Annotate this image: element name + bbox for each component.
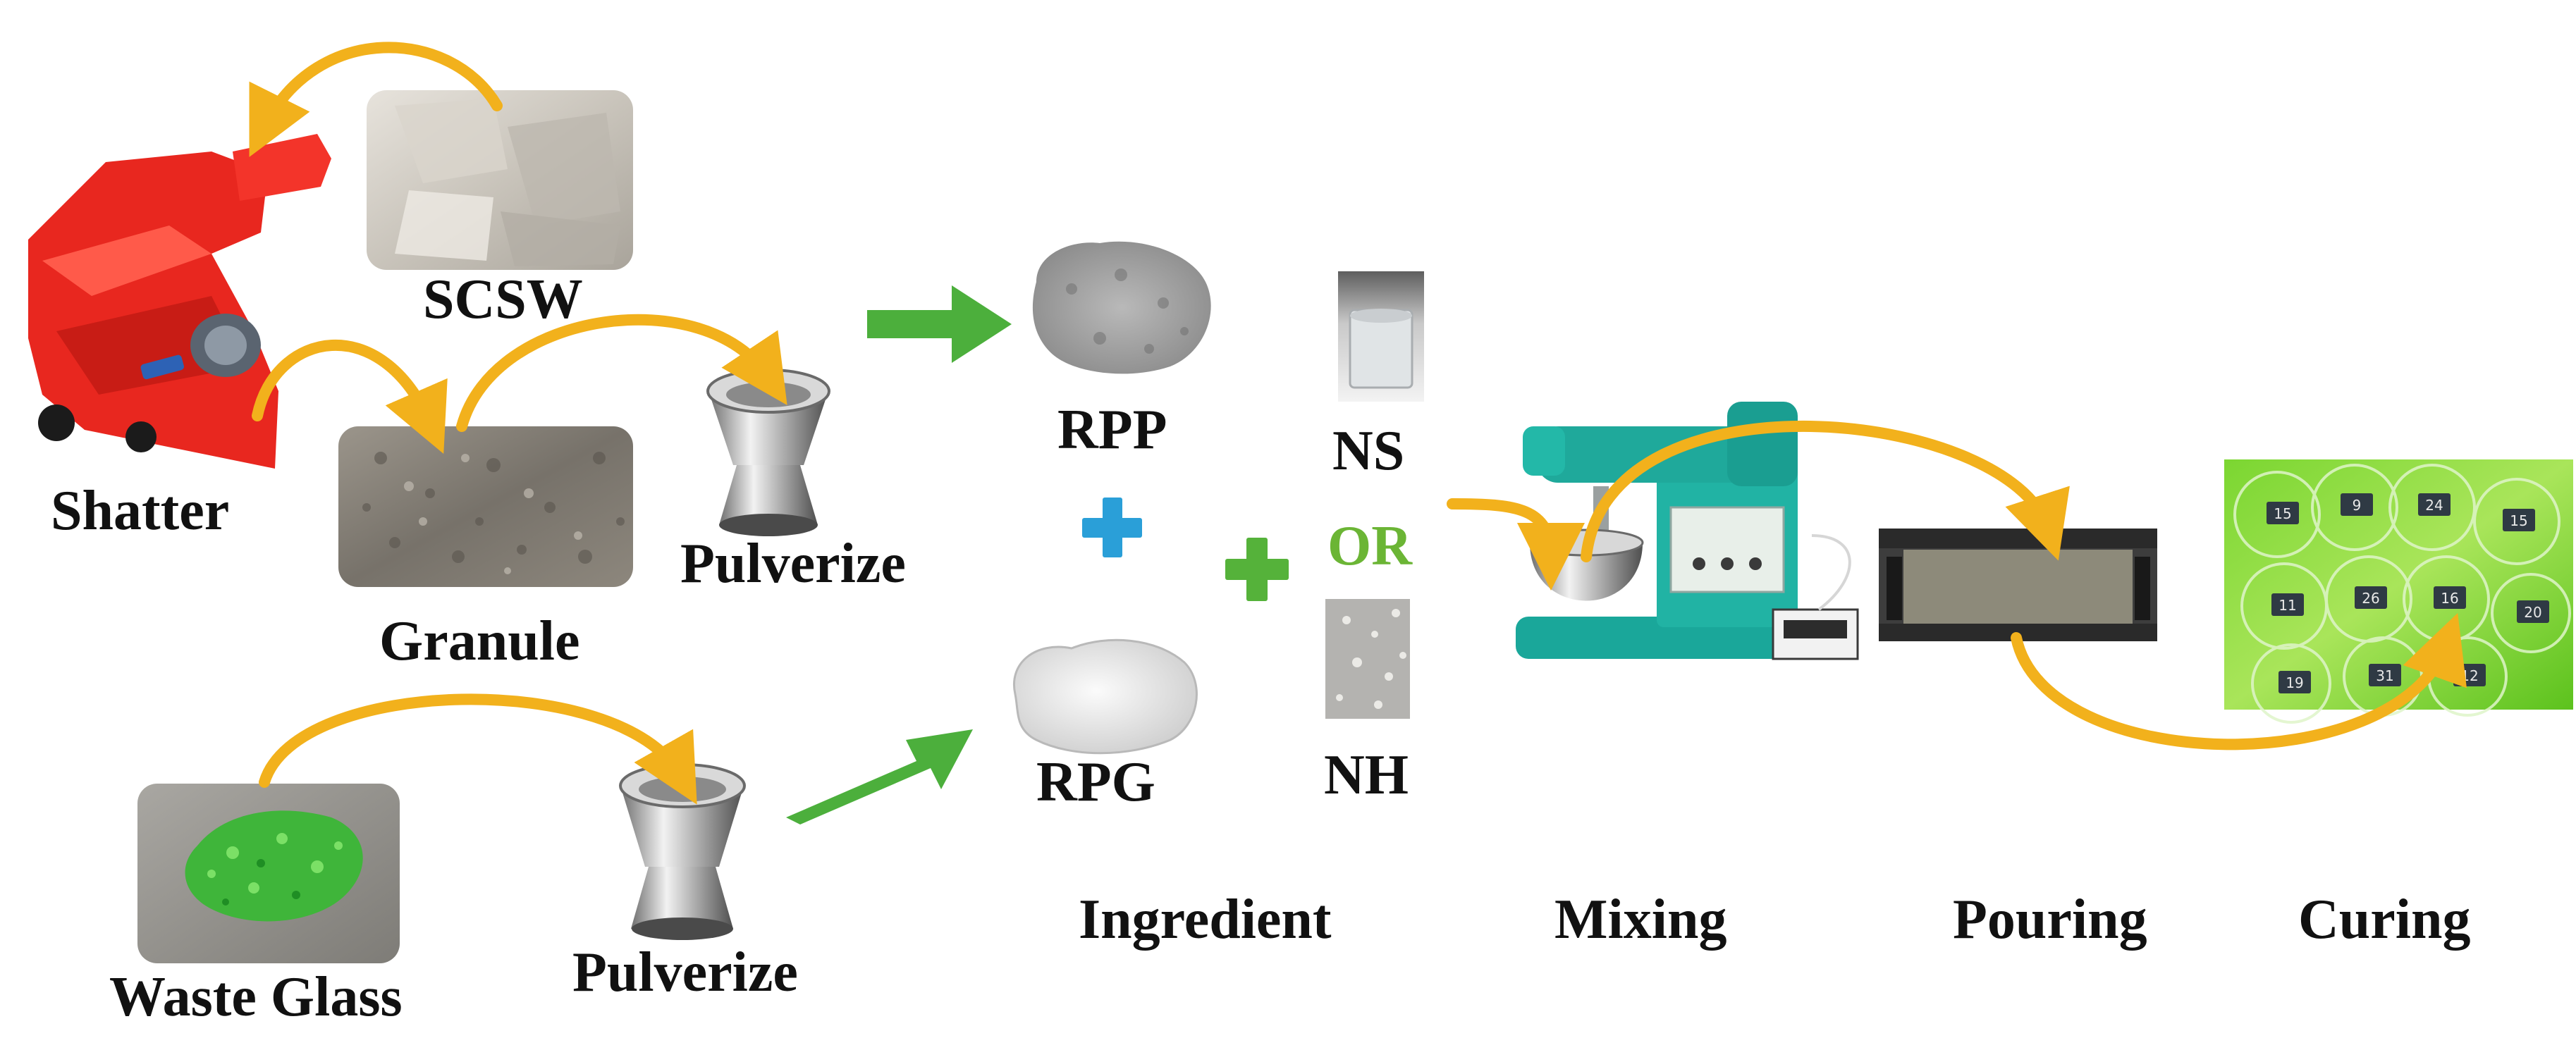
curing-tag-label: 12 xyxy=(2460,667,2478,684)
flow-arrows xyxy=(249,42,2467,805)
label-ingredient: Ingredient xyxy=(1079,889,1332,951)
curing-tag: 24 xyxy=(2418,493,2451,516)
curing-tag-label: 15 xyxy=(2274,505,2291,522)
curing-tag: 9 xyxy=(2341,493,2373,516)
label-pouring: Pouring xyxy=(1953,889,2147,951)
label-shatter: Shatter xyxy=(51,480,230,542)
curing-tag-label: 31 xyxy=(2376,667,2393,684)
curing-tag: 19 xyxy=(2278,671,2311,693)
curing-tag: 15 xyxy=(2503,509,2535,531)
curing-tag-label: 9 xyxy=(2353,497,2362,514)
label-mixing: Mixing xyxy=(1554,889,1727,951)
curing-tag-label: 15 xyxy=(2510,512,2527,529)
scsw-image xyxy=(367,90,633,270)
label-curing: Curing xyxy=(2298,889,2471,951)
label-rpp: RPP xyxy=(1057,399,1167,461)
arrow-pouring-to-curing xyxy=(2011,612,2467,750)
curing-tag-label: 26 xyxy=(2362,590,2379,607)
curing-tag-label: 16 xyxy=(2441,590,2458,607)
arrow-mixer-to-pouring xyxy=(1581,421,2070,562)
curing-tag-label: 19 xyxy=(2286,674,2303,691)
shatter-machine-image xyxy=(28,134,331,469)
curing-tag: 11 xyxy=(2271,593,2304,616)
label-nh: NH xyxy=(1324,744,1409,806)
arrow-to-rpg xyxy=(786,729,973,824)
arrow-to-rpp xyxy=(867,285,1012,363)
plus-green-icon xyxy=(1225,538,1289,601)
pouring-mould-image xyxy=(1879,529,2157,641)
arrow-wasteglass-to-pulverizer xyxy=(259,693,697,805)
arrow-scsw-to-shatter xyxy=(249,42,503,157)
curing-tag: 31 xyxy=(2369,664,2401,686)
curing-tag: 16 xyxy=(2434,586,2466,609)
curing-tag: 26 xyxy=(2355,586,2387,609)
label-waste-glass: Waste Glass xyxy=(109,966,403,1028)
curing-specimen-tags: 15 9 24 15 11 26 16 20 19 31 12 xyxy=(2267,493,2549,693)
rpp-powder-image xyxy=(1032,241,1211,374)
pulverizer-bottom-image xyxy=(619,763,746,940)
plus-blue-icon xyxy=(1082,498,1142,557)
curing-tag-label: 11 xyxy=(2278,597,2296,614)
pulverizer-top-image xyxy=(706,369,830,536)
label-ns: NS xyxy=(1332,420,1405,482)
label-granule: Granule xyxy=(379,610,580,672)
granule-image xyxy=(338,426,633,587)
arrow-granule-to-pulverizer xyxy=(456,314,787,432)
curing-tag-label: 24 xyxy=(2425,497,2443,514)
curing-tag-label: 20 xyxy=(2524,604,2541,621)
label-scsw: SCSW xyxy=(423,268,583,330)
arrow-shatter-to-granule xyxy=(252,340,448,454)
label-or: OR xyxy=(1327,515,1412,577)
ns-liquid-image xyxy=(1338,271,1424,402)
waste-glass-image xyxy=(137,784,400,963)
rpg-powder-image xyxy=(1013,638,1198,755)
curing-tag: 15 xyxy=(2267,502,2299,524)
label-pulverize-top: Pulverize xyxy=(680,533,906,595)
label-rpg: RPG xyxy=(1036,751,1155,813)
curing-tag: 12 xyxy=(2453,664,2486,686)
process-arrows xyxy=(786,285,1012,824)
label-pulverize-bottom: Pulverize xyxy=(572,941,798,1003)
curing-tag: 20 xyxy=(2517,600,2549,623)
nh-flakes-image xyxy=(1325,599,1410,719)
arrow-ingredient-to-mixer xyxy=(1447,498,1585,591)
